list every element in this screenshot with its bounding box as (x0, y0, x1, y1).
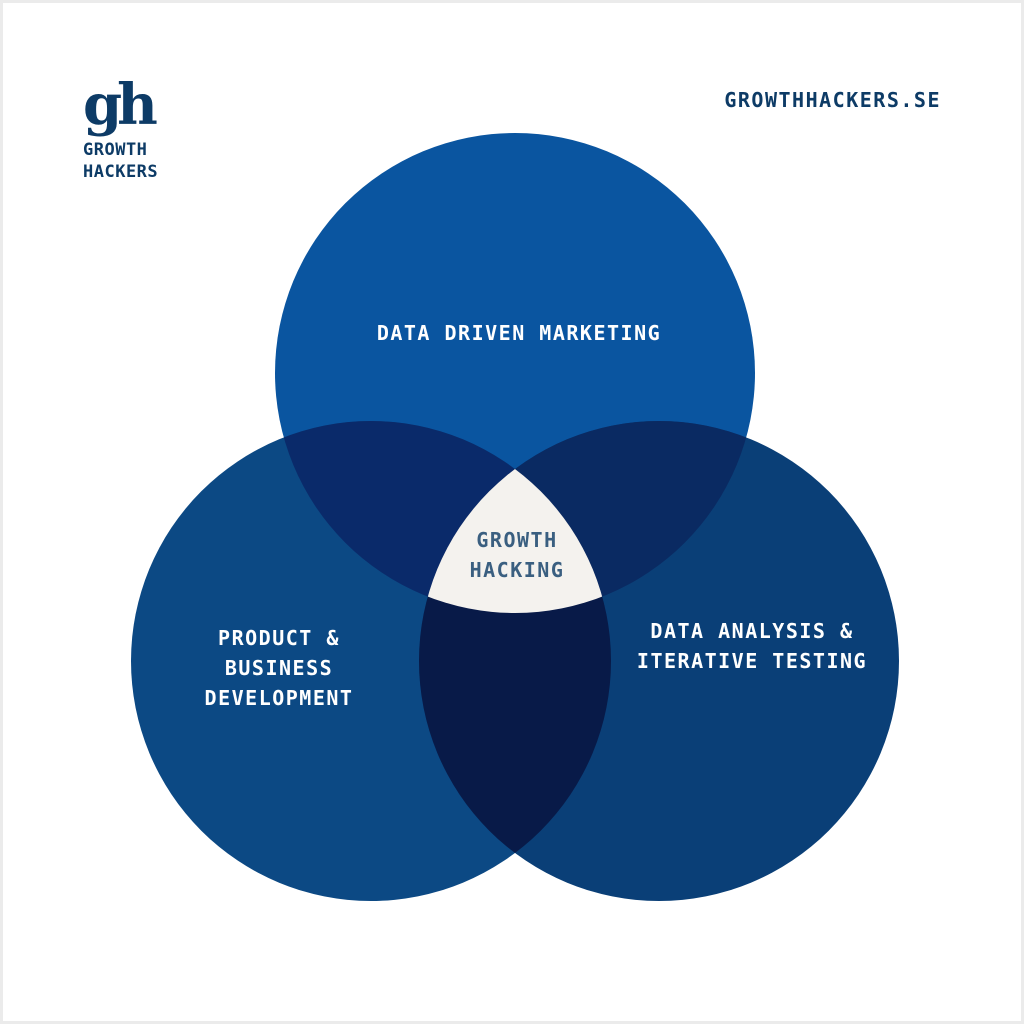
label-line: GROWTH (476, 528, 558, 552)
label-data-driven-marketing: DATA DRIVEN MARKETING (377, 318, 661, 348)
label-line: DATA DRIVEN MARKETING (376, 321, 662, 345)
venn-diagram (131, 133, 899, 901)
label-line: PRODUCT & (218, 626, 340, 650)
logo-word-1: GROWTH (83, 140, 148, 160)
label-line: DEVELOPMENT (204, 686, 354, 710)
logo-mark: gh (83, 72, 158, 138)
label-product-business-development: PRODUCT & BUSINESS DEVELOPMENT (205, 623, 354, 713)
label-growth-hacking: GROWTH HACKING (470, 525, 565, 585)
label-line: ITERATIVE TESTING (636, 649, 868, 673)
label-line: BUSINESS (224, 656, 334, 680)
label-line: DATA ANALYSIS & (650, 619, 854, 643)
label-data-analysis-testing: DATA ANALYSIS & ITERATIVE TESTING (637, 616, 867, 676)
growth-hackers-logo: gh GROWTH HACKERS (83, 71, 173, 183)
overlap-growth-hacking (419, 421, 611, 613)
website-link[interactable]: GROWTHHACKERS.SE (724, 88, 941, 112)
label-line: HACKING (469, 558, 565, 582)
logo-word-2: HACKERS (83, 162, 159, 182)
